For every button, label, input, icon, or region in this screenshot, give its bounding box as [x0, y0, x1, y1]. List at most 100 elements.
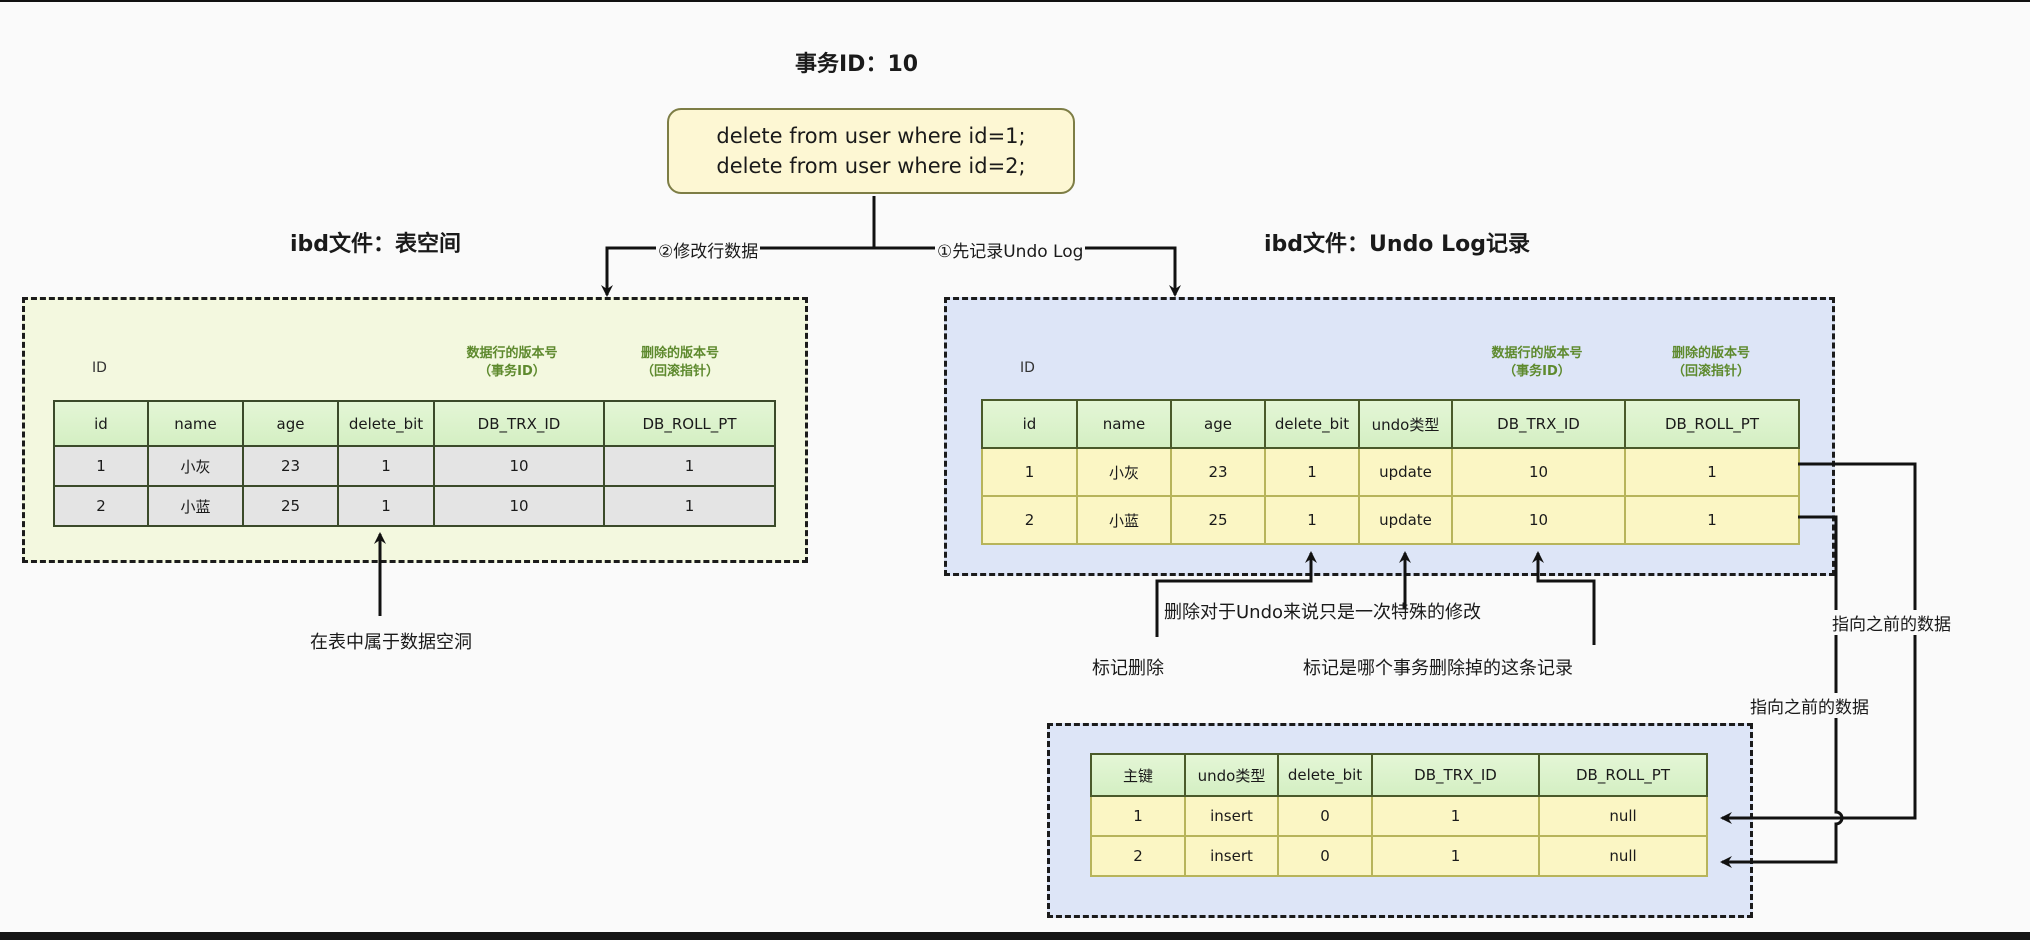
bottom-bar: [0, 932, 2030, 940]
tablespace-meta-trx: 数据行的版本号 （事务ID）: [437, 345, 587, 381]
column-header: DB_ROLL_PT: [603, 400, 776, 447]
table-cell: 1: [1090, 795, 1186, 837]
undolog-title: ibd文件：Undo Log记录: [1264, 232, 1530, 257]
column-header: undo类型: [1184, 753, 1279, 797]
mark-delete-arrow: [1155, 551, 1317, 637]
table-cell: 23: [1170, 447, 1266, 497]
mark-delete-note: 标记删除: [1092, 658, 1164, 679]
table-cell: 1: [1264, 495, 1360, 545]
sql-line-2: delete from user where id=2;: [716, 154, 1026, 178]
table-cell: null: [1538, 835, 1708, 877]
table-cell: 1: [1371, 795, 1540, 837]
sql-statement-box: delete from user where id=1; delete from…: [667, 108, 1075, 194]
table-cell: 2: [981, 495, 1078, 545]
column-header: id: [981, 399, 1078, 449]
undolog-meta-roll: 删除的版本号 （回滚指针）: [1636, 345, 1786, 381]
column-header: undo类型: [1358, 399, 1453, 449]
meta-roll-line2: （回滚指针）: [1671, 364, 1750, 379]
table-cell: null: [1538, 795, 1708, 837]
record-undo-label: ①先记录Undo Log: [935, 237, 1086, 262]
column-header: name: [1076, 399, 1172, 449]
modify-row-label: ②修改行数据: [656, 237, 761, 262]
special-modify-note: 删除对于Undo来说只是一次特殊的修改: [1164, 602, 1482, 623]
trx-id-arrow: [1532, 551, 1596, 645]
meta-roll-line1: 删除的版本号: [1671, 346, 1750, 361]
table-cell: 25: [242, 485, 339, 527]
column-header: DB_TRX_ID: [1451, 399, 1626, 449]
tablespace-id-label: ID: [92, 360, 107, 376]
table-cell: 1: [337, 445, 435, 487]
table-cell: 1: [981, 447, 1078, 497]
table-cell: 1: [1371, 835, 1540, 877]
table-cell: 10: [433, 445, 605, 487]
column-header: DB_TRX_ID: [1371, 753, 1540, 797]
column-header: age: [242, 400, 339, 447]
table-cell: 0: [1277, 835, 1373, 877]
meta-trx-line1: 数据行的版本号: [1491, 346, 1583, 361]
meta-trx-line2: （事务ID）: [1503, 364, 1571, 379]
undolog-meta-trx: 数据行的版本号 （事务ID）: [1462, 345, 1612, 381]
column-header: DB_ROLL_PT: [1624, 399, 1800, 449]
undolog-id-label: ID: [1020, 360, 1035, 376]
table-cell: insert: [1184, 795, 1279, 837]
data-hole-note: 在表中属于数据空洞: [310, 632, 472, 653]
table-cell: 2: [53, 485, 149, 527]
table-cell: 1: [1624, 447, 1800, 497]
column-header: delete_bit: [337, 400, 435, 447]
tablespace-meta-roll: 删除的版本号 （回滚指针）: [605, 345, 755, 381]
table-cell: update: [1358, 495, 1453, 545]
meta-roll-line1: 删除的版本号: [640, 346, 719, 361]
meta-roll-line2: （回滚指针）: [640, 364, 719, 379]
table-cell: 1: [337, 485, 435, 527]
roll-pointer-arrow-1: [1720, 462, 1917, 824]
table-cell: update: [1358, 447, 1453, 497]
roll-pointer-arrow-2: [1720, 515, 1844, 868]
table-cell: 2: [1090, 835, 1186, 877]
table-cell: insert: [1184, 835, 1279, 877]
table-cell: 25: [1170, 495, 1266, 545]
column-header: delete_bit: [1264, 399, 1360, 449]
modify-row-arrow: [601, 246, 874, 297]
sql-line-1: delete from user where id=1;: [716, 124, 1026, 148]
table-cell: 小灰: [1076, 447, 1172, 497]
column-header: 主键: [1090, 753, 1186, 797]
top-border: [0, 0, 2030, 2]
column-header: id: [53, 400, 149, 447]
tablespace-title: ibd文件：表空间: [290, 232, 462, 257]
table-cell: 小蓝: [147, 485, 244, 527]
table-cell: 10: [1451, 447, 1626, 497]
table-cell: 10: [433, 485, 605, 527]
table-cell: 0: [1277, 795, 1373, 837]
column-header: DB_TRX_ID: [433, 400, 605, 447]
column-header: name: [147, 400, 244, 447]
points-prev-label-1: 指向之前的数据: [1830, 610, 1953, 635]
table-cell: 10: [1451, 495, 1626, 545]
column-header: delete_bit: [1277, 753, 1373, 797]
column-header: DB_ROLL_PT: [1538, 753, 1708, 797]
meta-trx-line2: （事务ID）: [478, 364, 546, 379]
column-header: age: [1170, 399, 1266, 449]
transaction-title: 事务ID：10: [795, 52, 919, 77]
table-cell: 1: [1624, 495, 1800, 545]
table-cell: 小蓝: [1076, 495, 1172, 545]
points-prev-label-2: 指向之前的数据: [1748, 693, 1871, 718]
table-cell: 小灰: [147, 445, 244, 487]
table-cell: 1: [603, 445, 776, 487]
table-cell: 1: [1264, 447, 1360, 497]
table-cell: 23: [242, 445, 339, 487]
table-cell: 1: [603, 485, 776, 527]
table-cell: 1: [53, 445, 149, 487]
